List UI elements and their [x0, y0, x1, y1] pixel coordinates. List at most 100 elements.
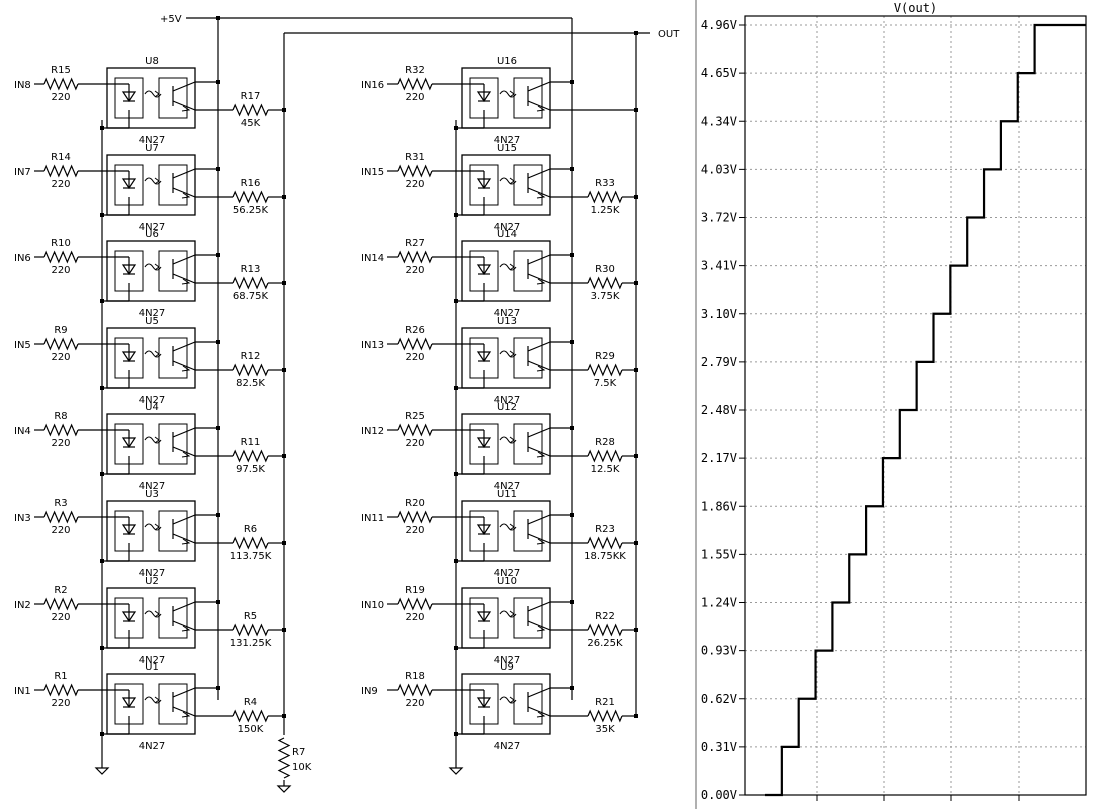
- input-resistor-name: R10: [51, 238, 71, 249]
- transistor-emitter: [527, 620, 551, 631]
- light-wave-icon: [144, 177, 162, 185]
- optocoupler-package: [461, 587, 551, 649]
- led-side-box: [114, 510, 144, 552]
- y-tick-label: 4.65V: [701, 66, 737, 80]
- transistor-collector: [172, 601, 196, 612]
- light-wave-icon: [144, 523, 162, 531]
- input-resistor-symbol: [397, 510, 433, 524]
- transistor-side-box: [158, 337, 188, 379]
- ladder-resistor-value: 26.25K: [587, 638, 623, 649]
- optocoupler-package: [461, 240, 551, 302]
- ladder-resistor-name: R28: [595, 437, 615, 448]
- opto-designator: U12: [497, 402, 517, 413]
- input-resistor-value: 220: [405, 612, 424, 623]
- opto-designator: U15: [497, 143, 517, 154]
- opto-model-label: 4N27: [494, 481, 521, 492]
- input-resistor-symbol: [43, 77, 79, 91]
- transistor-side-box: [513, 510, 543, 552]
- transistor-side-box: [513, 164, 543, 206]
- opto-model-label: 4N27: [139, 222, 166, 233]
- y-tick-label: 3.10V: [701, 307, 737, 321]
- transistor-collector: [527, 168, 551, 179]
- y-tick-label: 4.03V: [701, 162, 737, 176]
- junction-dot: [216, 600, 220, 604]
- input-label: IN3: [14, 513, 31, 524]
- transistor-collector: [172, 81, 196, 92]
- ladder-resistor-symbol: [232, 536, 269, 550]
- light-wave-icon: [499, 436, 517, 444]
- opto-model-label: 4N27: [494, 655, 521, 666]
- optocoupler-dac-schematic: +5VOUTIN8R15220U84N27R1745KIN7R14220U74N…: [14, 14, 680, 793]
- transistor-side-box: [158, 77, 188, 119]
- transistor-emitter: [527, 446, 551, 457]
- input-resistor-symbol: [397, 683, 433, 697]
- ladder-resistor-symbol: [587, 190, 623, 204]
- y-tick-label: 2.17V: [701, 451, 737, 465]
- pulldown-resistor-symbol: [277, 737, 291, 779]
- junction-dot: [282, 454, 286, 458]
- input-label: IN14: [361, 253, 384, 264]
- input-resistor-symbol: [397, 597, 433, 611]
- y-tick-label: 3.41V: [701, 259, 737, 273]
- transistor-side-box: [158, 423, 188, 465]
- ladder-resistor-name: R5: [244, 611, 257, 622]
- emitter-arrow-icon: [536, 278, 546, 285]
- ground-symbol: [448, 767, 464, 775]
- transistor-side-box: [513, 77, 543, 119]
- led-side-box: [114, 423, 144, 465]
- led-side-box: [114, 597, 144, 639]
- input-resistor-name: R25: [405, 411, 425, 422]
- input-label: IN8: [14, 80, 31, 91]
- optocoupler-package: [106, 500, 196, 562]
- light-wave-icon: [499, 350, 517, 358]
- optocoupler-package: [106, 327, 196, 389]
- transistor-emitter: [527, 273, 551, 284]
- y-tick-label: 0.62V: [701, 692, 737, 706]
- ladder-resistor-symbol: [232, 709, 269, 723]
- ladder-resistor-value: 12.5K: [591, 464, 620, 475]
- light-wave-icon: [144, 610, 162, 618]
- junction-dot: [282, 714, 286, 718]
- ladder-resistor-symbol: [232, 449, 269, 463]
- optocoupler-package: [106, 67, 196, 129]
- led-icon: [121, 351, 137, 363]
- input-label: IN4: [14, 426, 31, 437]
- transistor-emitter: [172, 100, 196, 111]
- y-tick-label: 0.00V: [701, 788, 737, 802]
- transistor-side-box: [513, 683, 543, 725]
- input-resistor-value: 220: [405, 438, 424, 449]
- ladder-resistor-name: R29: [595, 351, 615, 362]
- light-arrow-icon: [154, 90, 160, 98]
- light-wave-icon: [499, 696, 517, 704]
- input-resistor-symbol: [43, 683, 79, 697]
- optocoupler-package: [461, 327, 551, 389]
- led-icon: [121, 178, 137, 190]
- led-side-box: [114, 337, 144, 379]
- led-icon: [476, 437, 492, 449]
- light-arrow-icon: [154, 696, 160, 704]
- ladder-resistor-value: 150K: [238, 724, 264, 735]
- input-label: IN9: [361, 686, 378, 697]
- y-tick-label: 0.93V: [701, 644, 737, 658]
- input-resistor-value: 220: [51, 352, 70, 363]
- input-label: IN10: [361, 600, 384, 611]
- input-resistor-name: R19: [405, 585, 425, 596]
- y-tick-label: 2.48V: [701, 403, 737, 417]
- light-arrow-icon: [154, 436, 160, 444]
- ladder-resistor-value: 35K: [595, 724, 615, 735]
- transistor-collector: [172, 341, 196, 352]
- led-icon: [476, 91, 492, 103]
- ladder-resistor-symbol: [232, 190, 269, 204]
- input-resistor-value: 220: [51, 525, 70, 536]
- led-icon: [121, 91, 137, 103]
- ladder-resistor-symbol: [232, 103, 269, 117]
- junction-dot: [282, 281, 286, 285]
- input-resistor-value: 220: [51, 92, 70, 103]
- light-wave-icon: [144, 90, 162, 98]
- input-resistor-symbol: [43, 510, 79, 524]
- light-wave-icon: [499, 610, 517, 618]
- y-tick-label: 1.24V: [701, 596, 737, 610]
- transistor-side-box: [513, 423, 543, 465]
- input-resistor-name: R1: [54, 671, 67, 682]
- junction-dot: [570, 600, 574, 604]
